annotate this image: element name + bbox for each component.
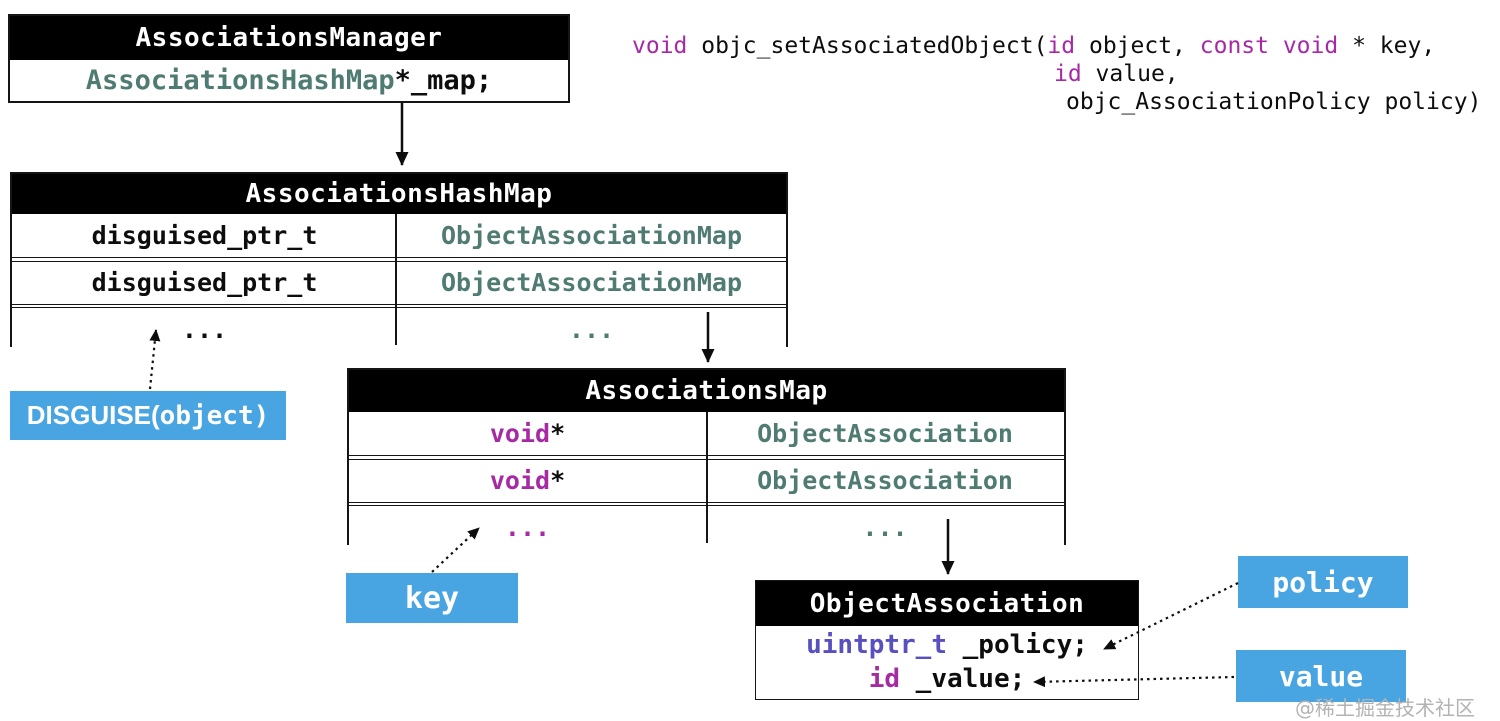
column-divider <box>706 412 708 543</box>
associations-manager-box: AssociationsManager AssociationsHashMap … <box>8 14 570 103</box>
value-param: value, <box>1081 61 1179 87</box>
associations-hashmap-table: AssociationsHashMap disguised_ptr_t Obje… <box>10 172 788 351</box>
table-row: disguised_ptr_t ObjectAssociationMap <box>12 214 786 258</box>
policy-name: _policy; <box>947 630 1088 660</box>
map-key-cell: void * <box>349 466 706 495</box>
object-association-fields: uintptr_t _policy; id _value; <box>756 626 1138 696</box>
map-key-ellipsis: ... <box>504 513 551 542</box>
table-row: disguised_ptr_t ObjectAssociationMap <box>12 260 786 305</box>
value-name: _value; <box>900 664 1026 694</box>
code-line-3: objc_AssociationPolicy policy) <box>1066 89 1481 115</box>
key-label: key <box>346 573 518 623</box>
associations-map-table: AssociationsMap void * ObjectAssociation… <box>347 368 1066 549</box>
object-param: object, <box>1075 33 1200 59</box>
policy-param: objc_AssociationPolicy policy) <box>1066 89 1482 115</box>
associations-manager-field: AssociationsHashMap *_map; <box>10 60 568 101</box>
id-keyword: id <box>1054 61 1082 87</box>
hashmap-key-ellipsis: ... <box>181 315 228 344</box>
hashmap-rows: disguised_ptr_t ObjectAssociationMap dis… <box>12 214 786 351</box>
policy-label: policy <box>1238 556 1408 608</box>
table-row-ellipsis: ... ... <box>12 307 786 351</box>
map-key-cell: void * <box>349 419 706 448</box>
void-keyword: void <box>489 419 551 448</box>
column-divider <box>395 214 397 345</box>
key-param: * key, <box>1338 33 1436 59</box>
field-name: *_map; <box>394 65 493 96</box>
hashmap-key-cell: disguised_ptr_t <box>91 268 318 297</box>
watermark: @稀土掘金技术社区 <box>1295 696 1475 720</box>
function-name: objc_setAssociatedObject( <box>687 33 1048 59</box>
associations-manager-title: AssociationsManager <box>10 16 568 60</box>
field-type: AssociationsHashMap <box>85 65 395 96</box>
hashmap-key-cell: disguised_ptr_t <box>91 221 318 250</box>
disguise-macro: DISGUISE( <box>26 400 160 430</box>
void-keyword: void <box>489 466 551 495</box>
id-type: id <box>868 664 901 694</box>
uintptr-type: uintptr_t <box>806 630 947 660</box>
associations-map-title: AssociationsMap <box>349 370 1064 412</box>
code-line-1: void objc_setAssociatedObject(id object,… <box>632 33 1435 59</box>
code-line-2: id value, <box>1054 61 1179 87</box>
value-field: id _value; <box>756 662 1138 696</box>
map-value-cell: ObjectAssociation <box>757 466 1013 495</box>
const-void-keyword: const void <box>1199 33 1339 59</box>
pointer-star: * <box>550 466 566 495</box>
disguise-arg: object) <box>159 400 270 431</box>
hashmap-value-cell: ObjectAssociationMap <box>440 268 743 297</box>
policy-field: uintptr_t _policy; <box>756 628 1138 662</box>
pointer-star: * <box>550 419 566 448</box>
object-association-title: ObjectAssociation <box>756 581 1138 626</box>
void-keyword: void <box>632 33 688 59</box>
map-value-ellipsis: ... <box>862 513 908 542</box>
disguise-object-label: DISGUISE(object) <box>10 391 286 440</box>
map-value-cell: ObjectAssociation <box>757 419 1013 448</box>
hashmap-value-cell: ObjectAssociationMap <box>440 221 743 250</box>
associations-hashmap-title: AssociationsHashMap <box>12 174 786 214</box>
hashmap-value-ellipsis: ... <box>568 315 615 344</box>
id-keyword: id <box>1047 33 1076 59</box>
value-label: value <box>1236 650 1406 702</box>
object-association-box: ObjectAssociation uintptr_t _policy; id … <box>755 580 1139 700</box>
